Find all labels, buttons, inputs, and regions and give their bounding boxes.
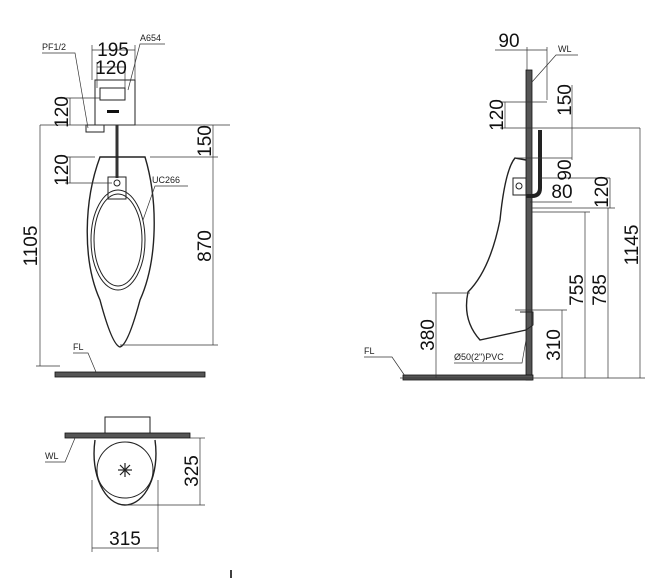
bracket: [107, 176, 127, 200]
wall-line: [525, 69, 533, 381]
dim-total-height: 1145: [622, 225, 643, 266]
side-view: 90 WL 120 150 90 80 120 1145 755 785 380…: [364, 31, 645, 381]
front-view: 195 120 120 150 120 1105 870 PF1/2 A654 …: [21, 33, 230, 378]
dim-valve-inner: 120: [95, 58, 127, 79]
wall-line: [64, 432, 191, 439]
dim-depth: 325: [182, 455, 203, 487]
top-view: 325 315 WL: [45, 416, 232, 578]
valve-top: [104, 416, 151, 436]
dim-bracket-height: 785: [590, 274, 611, 306]
flush-pipe: [526, 130, 542, 198]
dim-valve-width: 195: [97, 40, 129, 61]
dim-urinal-height: 870: [195, 230, 216, 262]
label-wall: WL: [45, 451, 59, 461]
label-urinal: UC266: [152, 175, 180, 185]
dim-top-gap: 150: [555, 84, 576, 116]
drain-icon: [118, 463, 132, 477]
floor-line: [54, 371, 206, 378]
sensor-window: [107, 110, 119, 113]
floor-line: [402, 374, 534, 381]
dim-drain-height: 310: [544, 329, 565, 361]
label-floor: FL: [364, 346, 375, 356]
dim-valve-height: 120: [52, 96, 73, 128]
dim-bracket: 120: [592, 176, 613, 208]
dim-pipe-offset: 80: [551, 182, 572, 203]
dim-total-height: 1105: [21, 226, 42, 267]
dim-lip-height: 380: [418, 319, 439, 351]
dim-wall-offset: 90: [498, 31, 519, 52]
urinal-side-outline: [465, 157, 527, 341]
label-inlet: PF1/2: [42, 42, 66, 52]
bracket: [512, 177, 527, 196]
label-valve: A654: [140, 33, 161, 43]
urinal-bowl: [90, 189, 146, 291]
dim-bracket: 120: [52, 154, 73, 186]
dim-width: 315: [109, 529, 141, 550]
dim-rim-height: 755: [567, 274, 588, 306]
inlet-fitting: [85, 124, 105, 133]
label-floor: FL: [73, 342, 84, 352]
label-wall: WL: [558, 44, 572, 54]
flush-valve-cover: [99, 87, 126, 101]
label-drain: Ø50(2")PVC: [454, 352, 504, 362]
dim-pipe-drop: 90: [555, 159, 576, 180]
urinal-outline: [86, 156, 155, 348]
dim-gap: 150: [195, 125, 216, 157]
dim-valve-height: 120: [487, 99, 508, 131]
